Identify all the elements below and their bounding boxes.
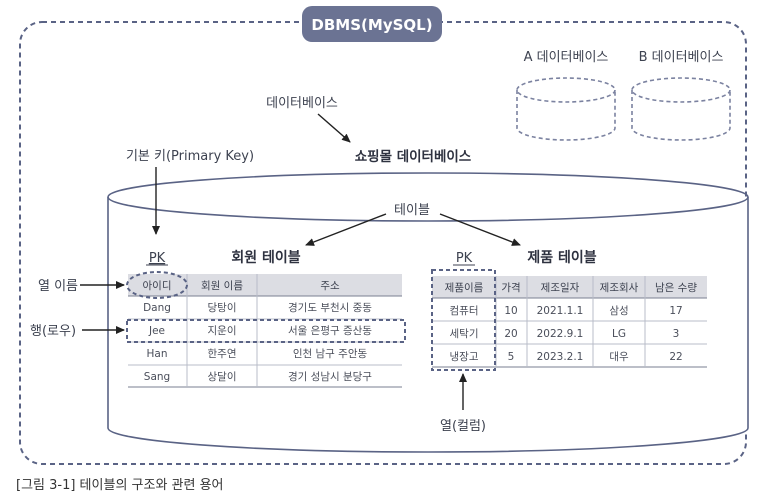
product-row-2-price: 20 xyxy=(504,328,517,340)
member-table-title: 회원 테이블 xyxy=(231,249,300,266)
member-header-id: 아이디 xyxy=(143,280,172,292)
product-header-price: 가격 xyxy=(501,281,520,294)
figure-caption: [그림 3-1] 테이블의 구조와 관련 용어 xyxy=(16,478,224,493)
member-row-4-name: 상달이 xyxy=(208,371,237,383)
product-table: 제품이름 가격 제조일자 제조회사 남은 수량 컴퓨터 10 2021.1.1 … xyxy=(432,276,707,368)
dbms-title-pill xyxy=(302,6,442,42)
member-pk-label: PK xyxy=(149,251,166,266)
table-arrow-right xyxy=(439,213,521,246)
member-row-4-address: 경기 성남시 분당구 xyxy=(288,370,372,383)
member-row-3-address: 인천 남구 주안동 xyxy=(293,348,368,360)
product-row-1-name: 컴퓨터 xyxy=(450,305,479,317)
member-row-1-id: Dang xyxy=(143,302,171,314)
product-header-date: 제조일자 xyxy=(541,281,580,294)
member-row-2-id: Jee xyxy=(148,325,165,337)
column-name-label: 열 이름 xyxy=(38,279,78,294)
table-label: 테이블 xyxy=(394,203,430,218)
primary-key-label: 기본 키(Primary Key) xyxy=(126,149,254,164)
column-label: 열(컬럼) xyxy=(440,419,486,434)
member-row-3-name: 한주연 xyxy=(208,348,237,360)
diagram-svg: DBMS(MySQL) A 데이터베이스 B 데이터베이스 데이터베이스 쇼핑몰… xyxy=(19,6,749,465)
dbms-frame xyxy=(19,21,747,465)
product-row-3-date: 2023.2.1 xyxy=(537,351,584,363)
shop-db-cylinder xyxy=(107,172,749,453)
product-row-3-price: 5 xyxy=(508,351,515,363)
database-label: 데이터베이스 xyxy=(266,96,338,111)
table-arrow-left xyxy=(305,213,387,246)
product-row-1-date: 2021.1.1 xyxy=(537,305,584,317)
product-pk-label: PK xyxy=(456,251,473,266)
shop-db-label: 쇼핑몰 데이터베이스 xyxy=(355,148,472,165)
product-row-2-stock: 3 xyxy=(673,328,680,340)
db-a-label: A 데이터베이스 xyxy=(524,50,609,65)
product-row-3-stock: 22 xyxy=(669,351,682,363)
product-row-3-maker: 대우 xyxy=(609,351,629,363)
product-header-maker: 제조회사 xyxy=(600,282,639,294)
product-table-title: 제품 테이블 xyxy=(527,249,596,266)
column-name-highlight xyxy=(126,271,188,299)
member-row-1-address: 경기도 부천시 중동 xyxy=(288,301,372,314)
product-header-name: 제품이름 xyxy=(445,282,484,294)
product-row-2-maker: LG xyxy=(612,328,626,340)
member-row-2-address: 서울 은평구 증산동 xyxy=(288,325,372,337)
column-highlight xyxy=(431,269,496,371)
db-b-label: B 데이터베이스 xyxy=(639,50,724,65)
dbms-title: DBMS(MySQL) xyxy=(311,16,432,34)
member-row-3-id: Han xyxy=(147,348,168,360)
db-a-cylinder xyxy=(516,77,616,141)
product-row-2-name: 세탁기 xyxy=(450,328,479,340)
product-row-2-date: 2022.9.1 xyxy=(537,328,584,340)
member-header-name: 회원 이름 xyxy=(201,280,243,292)
product-row-1-maker: 삼성 xyxy=(609,305,628,317)
database-arrow xyxy=(317,113,351,143)
member-header-address: 주소 xyxy=(320,280,340,292)
row-highlight xyxy=(126,319,406,343)
product-header-stock: 남은 수량 xyxy=(655,282,697,294)
db-b-cylinder xyxy=(631,77,731,141)
product-row-1-price: 10 xyxy=(504,305,517,317)
member-row-1-name: 당탕이 xyxy=(208,302,237,314)
product-row-3-name: 냉장고 xyxy=(450,351,479,363)
row-label: 행(로우) xyxy=(30,323,76,339)
member-row-2-name: 지운이 xyxy=(208,325,237,337)
member-table: 아이디 회원 이름 주소 Dang 당탕이 경기도 부천시 중동 Jee 지운이… xyxy=(128,274,402,388)
member-row-4-id: Sang xyxy=(144,371,170,383)
product-row-1-stock: 17 xyxy=(669,305,682,317)
